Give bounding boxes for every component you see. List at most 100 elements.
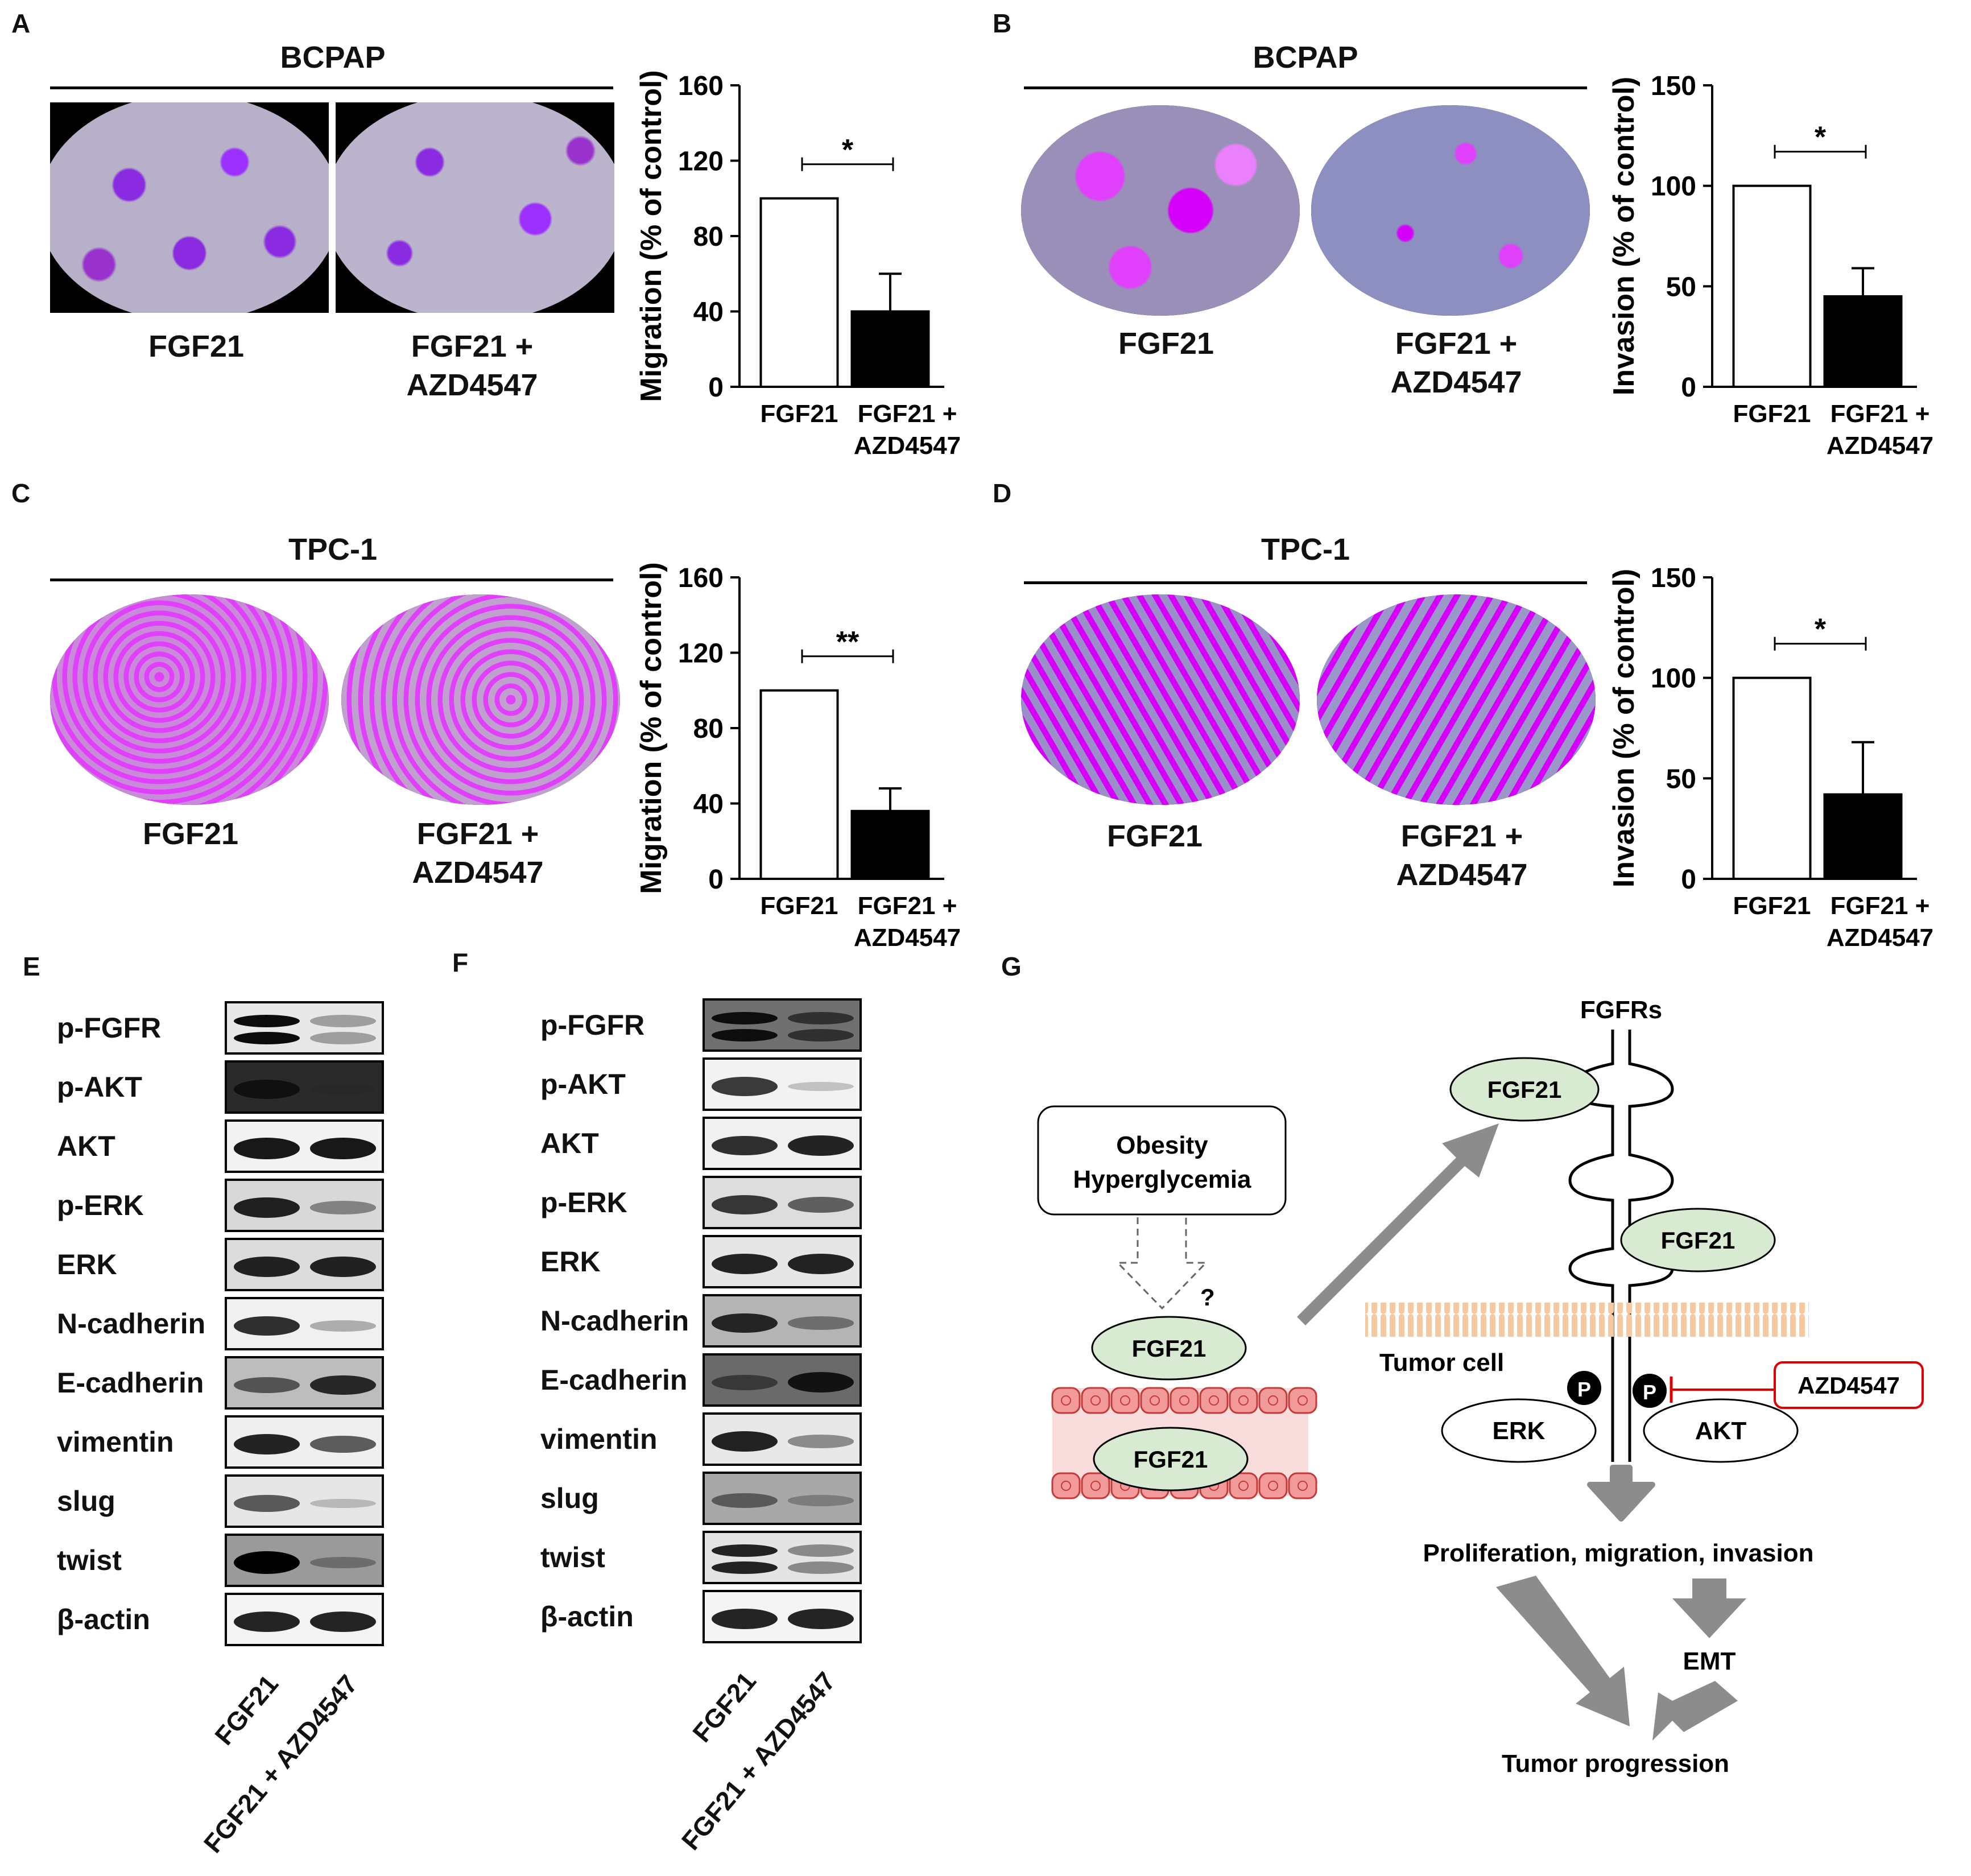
- blot-band: [234, 1611, 300, 1633]
- y-tick-label: 120: [678, 639, 724, 669]
- y-axis-label: Migration (% of control): [635, 70, 668, 402]
- blot-band: [234, 1080, 300, 1099]
- emt-label: EMT: [1683, 1647, 1736, 1675]
- blot-label: vimentin: [540, 1423, 658, 1455]
- bar: [1823, 295, 1903, 388]
- y-tick-label: 40: [693, 297, 724, 328]
- y-tick-label: 80: [693, 714, 724, 744]
- y-tick-label: 120: [678, 147, 724, 177]
- x-tick-label-line2: AZD4547: [1827, 924, 1933, 952]
- blot-label: twist: [57, 1544, 122, 1576]
- blot-band: [712, 1544, 778, 1557]
- blot-strip: [225, 1474, 384, 1528]
- blot-strip: [225, 1179, 384, 1232]
- caption-d-img2-line1: FGF21 +: [1400, 819, 1523, 853]
- cell-line-title-b: BCPAP: [1253, 40, 1358, 75]
- panel-label-b: B: [993, 9, 1012, 38]
- cell-nucleus: [1298, 1481, 1308, 1491]
- lane-label: FGF21 + AZD4547: [675, 1666, 841, 1856]
- cell-line-title-c: TPC-1: [288, 532, 377, 567]
- fgf21-ellipse-circulating: [1091, 1316, 1247, 1381]
- blot-band: [712, 1195, 778, 1214]
- blot-band: [712, 1431, 778, 1452]
- fgf21-label-vessel: FGF21: [1134, 1446, 1208, 1473]
- fgf21-label-circulating: FGF21: [1132, 1335, 1206, 1362]
- micrograph-b-fgf21-azd4547: [1311, 105, 1590, 316]
- blot-band: [712, 1012, 778, 1024]
- caption-b-img2-line2: AZD4547: [1390, 365, 1522, 399]
- phospho-label-erk: P: [1577, 1378, 1591, 1401]
- cell-nucleus: [1061, 1481, 1071, 1491]
- blot-label: β-actin: [57, 1604, 150, 1635]
- blot-strip: [703, 1235, 862, 1288]
- blot-band: [234, 1433, 300, 1455]
- cell-nucleus: [1298, 1395, 1308, 1406]
- endothelial-cell: [1229, 1472, 1258, 1499]
- blot-strip: [703, 1117, 862, 1170]
- y-tick-label: 160: [678, 563, 724, 593]
- cell-nucleus: [1268, 1481, 1278, 1491]
- caption-c-img2-line1: FGF21 +: [416, 817, 539, 851]
- blot-band: [788, 1561, 854, 1574]
- fgf21-label-mid: FGF21: [1661, 1227, 1736, 1254]
- micrograph-c-fgf21-azd4547: [341, 594, 620, 805]
- cell-nucleus: [1090, 1395, 1101, 1406]
- endothelial-cell: [1110, 1387, 1140, 1414]
- endothelial-cell: [1199, 1387, 1229, 1414]
- title-rule-d: [1024, 581, 1587, 584]
- blot-band: [712, 1374, 778, 1390]
- bar: [850, 310, 930, 388]
- x-tick-label-line2: AZD4547: [1827, 432, 1933, 460]
- blot-band: [712, 1493, 778, 1508]
- erk-ellipse: [1441, 1398, 1597, 1463]
- cell-nucleus: [1150, 1395, 1160, 1406]
- x-tick-label: FGF21: [1733, 400, 1811, 428]
- y-tick-label: 40: [693, 790, 724, 820]
- fgf21-ellipse-mid: [1620, 1208, 1776, 1272]
- blot-strip: [225, 1356, 384, 1410]
- y-tick-label: 80: [693, 222, 724, 252]
- bar: [1823, 793, 1903, 880]
- progression-label: Tumor progression: [1502, 1750, 1729, 1778]
- y-tick-label: 150: [1651, 563, 1696, 593]
- obesity-label: Obesity: [1116, 1131, 1208, 1159]
- x-tick-label: FGF21 +: [858, 400, 957, 428]
- bar: [1732, 184, 1812, 388]
- phospho-label-akt: P: [1643, 1381, 1656, 1404]
- lane-label: FGF21: [687, 1666, 762, 1748]
- caption-a-img2-line2: AZD4547: [406, 368, 538, 402]
- blot-band: [788, 1253, 854, 1275]
- blot-strip: [703, 1590, 862, 1643]
- arrow-to-progression: [1496, 1576, 1630, 1726]
- blot-band: [310, 1138, 376, 1159]
- blot-label: β-actin: [540, 1601, 634, 1633]
- endothelial-cell: [1288, 1387, 1317, 1414]
- caption-d-img1: FGF21: [1106, 819, 1203, 853]
- micrograph-d-fgf21-azd4547: [1317, 594, 1596, 805]
- blot-strip: [703, 1176, 862, 1229]
- endothelial-cell: [1229, 1387, 1258, 1414]
- blot-band: [712, 1253, 778, 1275]
- blot-band: [310, 1498, 376, 1509]
- phospho-circle-akt: [1633, 1374, 1667, 1408]
- blot-label: p-AKT: [540, 1068, 626, 1100]
- blot-band: [310, 1084, 376, 1094]
- caption-d-img2-line2: AZD4547: [1396, 858, 1528, 892]
- y-tick-label: 160: [678, 71, 724, 101]
- blot-strip: [703, 1531, 862, 1584]
- blot-band: [234, 1032, 300, 1044]
- blot-label: N-cadherin: [57, 1308, 206, 1340]
- significance-mark: *: [1815, 121, 1827, 154]
- blot-band: [234, 1138, 300, 1159]
- blot-band: [310, 1375, 376, 1395]
- endothelial-cell: [1081, 1472, 1110, 1499]
- y-axis-label: Invasion (% of control): [1608, 77, 1641, 395]
- cell-nucleus: [1238, 1395, 1249, 1406]
- panel-label-c: C: [11, 478, 31, 508]
- endothelial-cell: [1051, 1472, 1081, 1499]
- cell-nucleus: [1179, 1395, 1189, 1406]
- x-tick-label: FGF21 +: [1830, 892, 1930, 920]
- blot-label: p-ERK: [540, 1187, 627, 1218]
